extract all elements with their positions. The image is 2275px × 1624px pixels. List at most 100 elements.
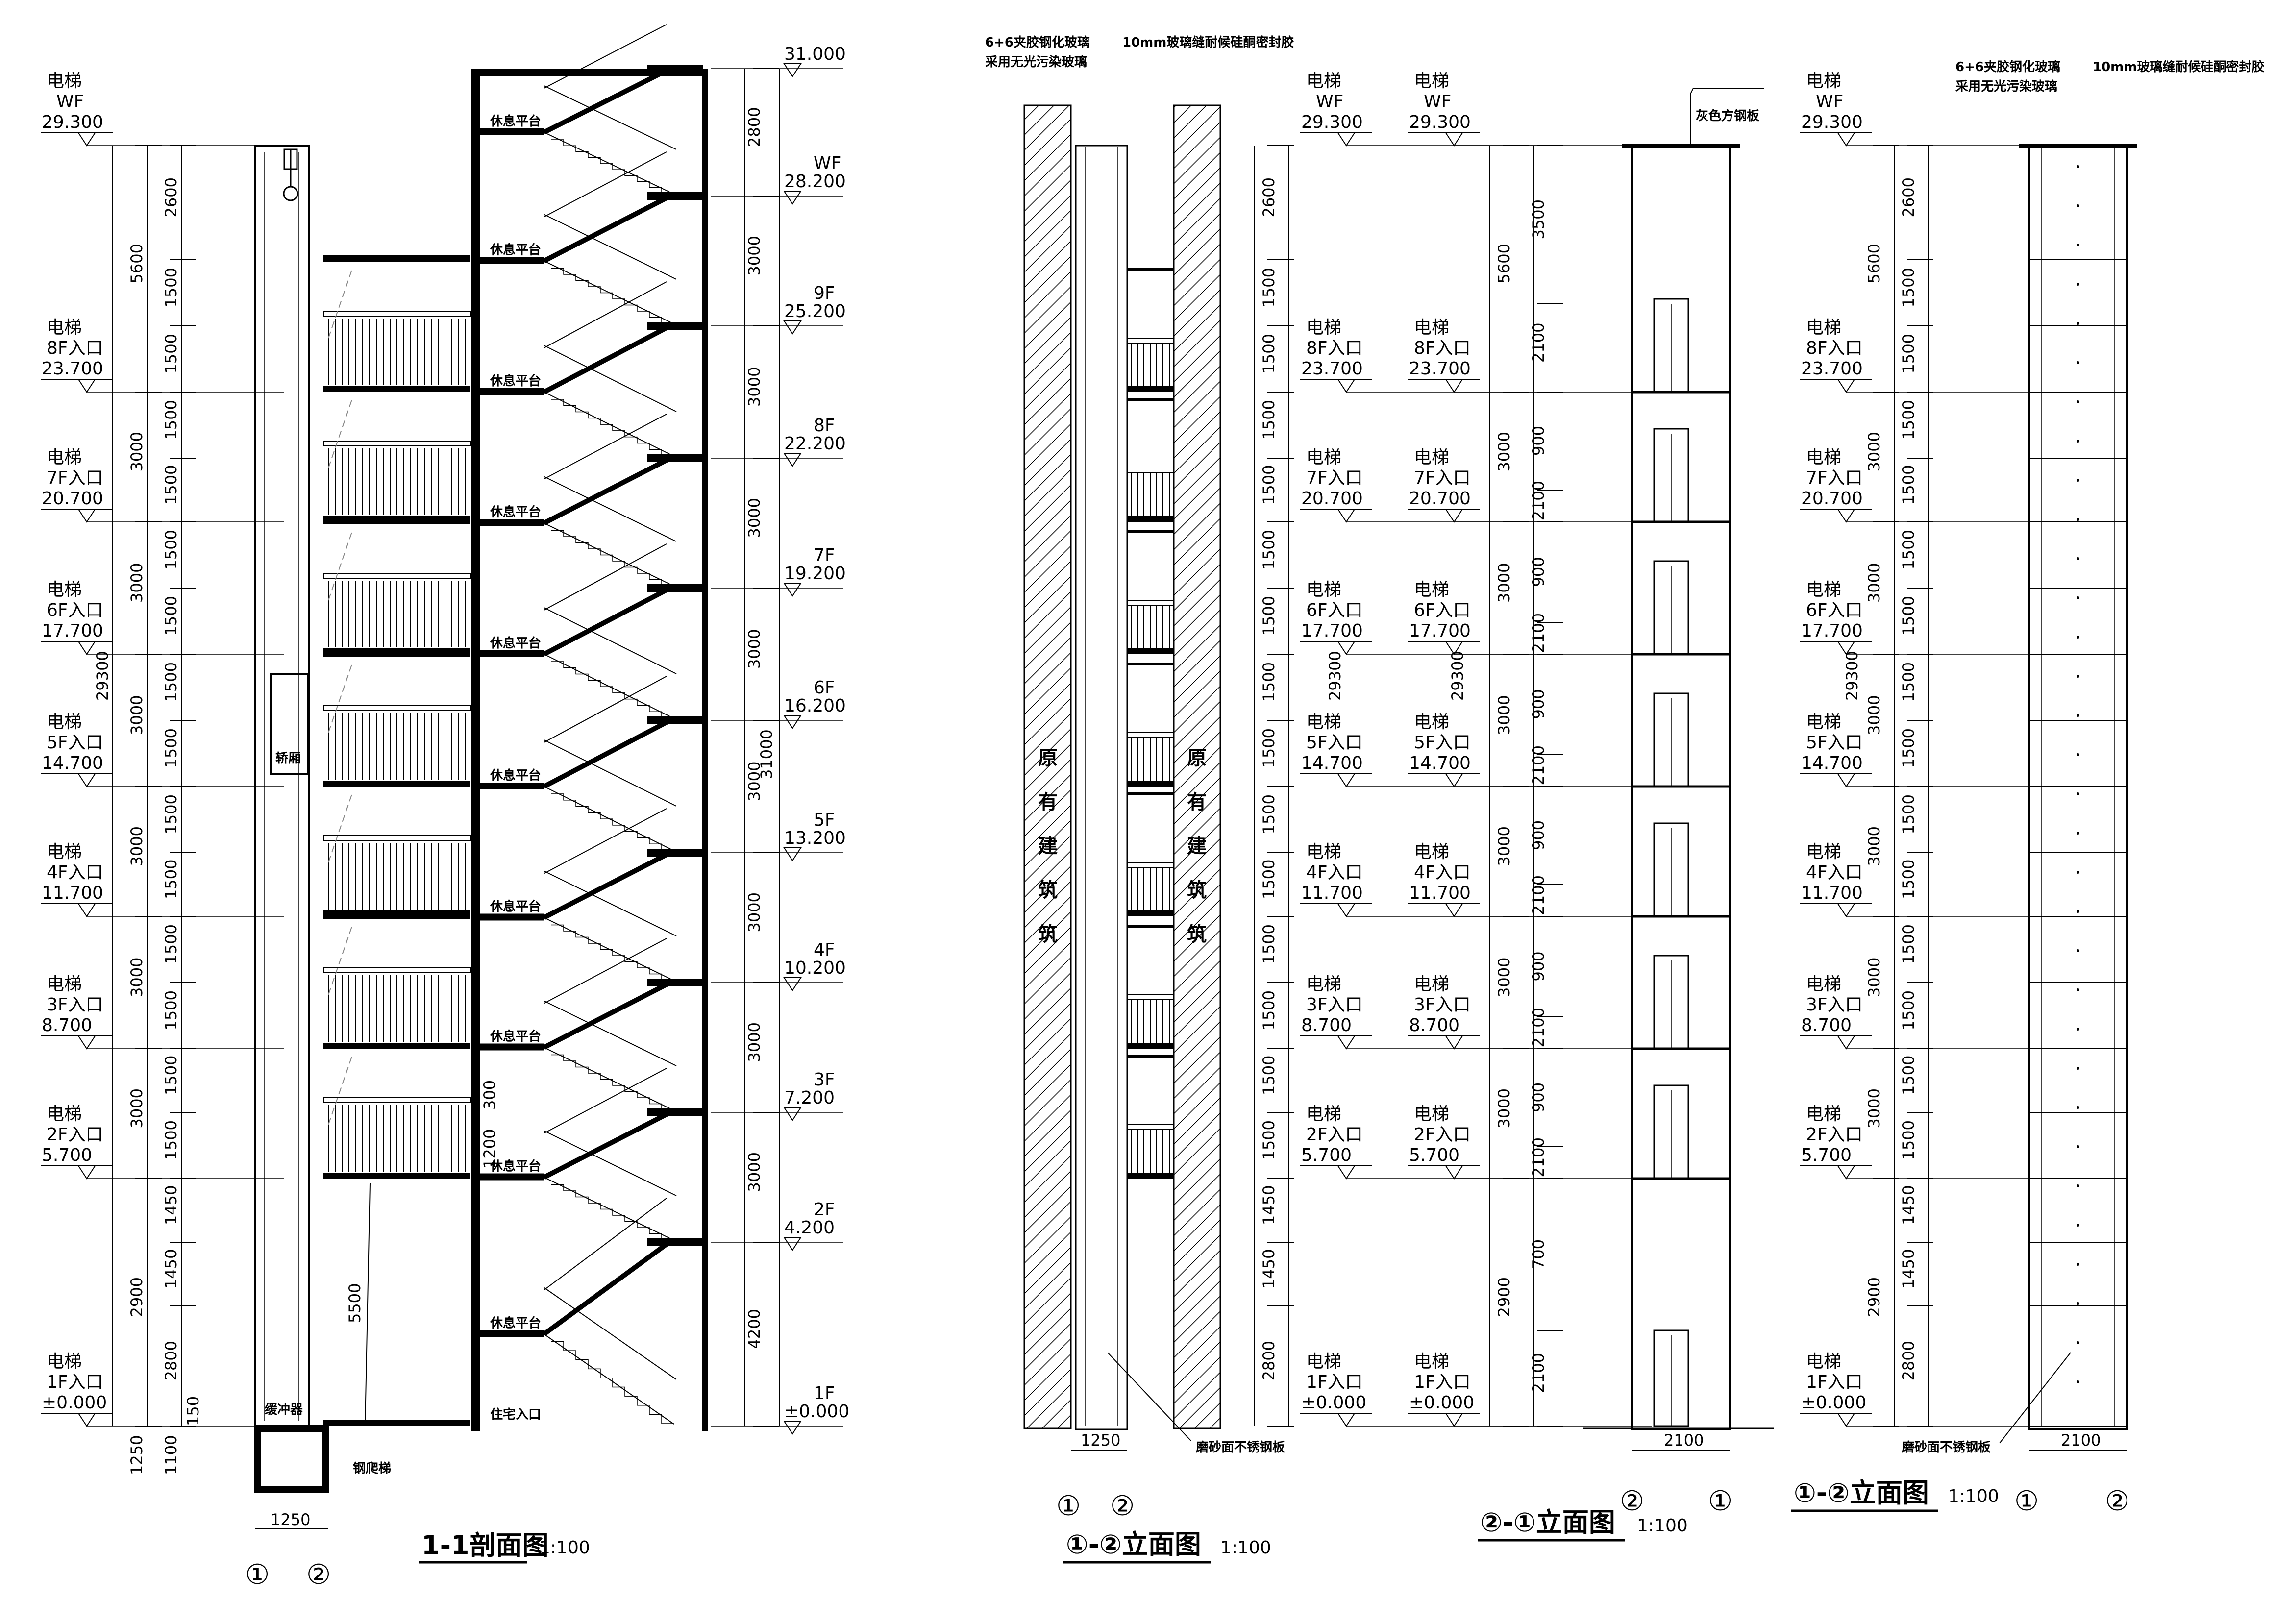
landing-label-8: 休息平台 xyxy=(490,1029,541,1044)
section-caption: 1-1剖面图 xyxy=(421,1530,549,1561)
floor-slab-4 xyxy=(647,454,703,462)
dim-1200: 1200 xyxy=(480,1129,499,1169)
elevB-level-triangle-5 xyxy=(1445,903,1463,917)
elevC-level-triangle-7 xyxy=(1837,1165,1855,1180)
stair-dim-6: 3000 xyxy=(745,892,764,932)
stair-flight-light-10 xyxy=(544,1333,674,1425)
elevC-fixing-dot xyxy=(2077,1028,2079,1031)
bridge-roof-4 xyxy=(323,652,470,657)
house-value-4: 19.200 xyxy=(784,564,846,584)
sec-level-triangle-8 xyxy=(77,1413,96,1427)
stair-dim-3: 3000 xyxy=(745,498,764,538)
elevation-c-dimension-texts: 2600150015001500150015001500150015001500… xyxy=(1865,145,1933,1427)
section-corridor-bridges xyxy=(323,255,471,1426)
elevB-inner-dim-12: 900 xyxy=(1529,1083,1548,1112)
bridge-roof-5 xyxy=(323,782,470,787)
elevA-level-name-5: 电梯 xyxy=(1306,842,1341,862)
elevA-dim-1: 1500 xyxy=(1260,268,1278,307)
stair-flight-heavy-10 xyxy=(543,1242,668,1336)
elevC-inner-dim-17: 2800 xyxy=(1899,1341,1918,1380)
elevC-inner-dim-4: 1500 xyxy=(1899,465,1918,505)
sec-inner-dim-11: 1500 xyxy=(162,924,180,964)
elevB-outer-dim-3: 3000 xyxy=(1495,695,1513,735)
sec-outer-dim-0: 5600 xyxy=(127,244,146,283)
elevA-dim-7: 1500 xyxy=(1260,662,1278,702)
house-floor-4: 7F xyxy=(814,545,835,566)
section-width-1250: 1250 xyxy=(271,1510,310,1529)
landing-slab-1 xyxy=(480,128,544,135)
elevB-level-value-2: 20.700 xyxy=(1409,489,1471,509)
existing-char-l-4: 筑 xyxy=(1038,923,1058,946)
elevA-bridge-slab-3 xyxy=(1127,648,1174,654)
elevC-inner-dim-12: 1500 xyxy=(1899,990,1918,1030)
elevA-dim-2: 1500 xyxy=(1260,334,1278,373)
elevation-a-bridges xyxy=(1127,268,1174,1179)
elevB-inner-dim-0: 3500 xyxy=(1529,199,1548,239)
elevC-level-value-6: 8.700 xyxy=(1801,1015,1852,1035)
elevC-level-name-4: 电梯 xyxy=(1806,712,1841,732)
stair-rail-b-9 xyxy=(544,1130,677,1196)
elevation-b-doors xyxy=(1632,298,1730,1427)
elevC-fixing-dot xyxy=(2077,1302,2079,1305)
bridge-slab-7 xyxy=(323,1173,470,1179)
elevB-outer-dim-4: 3000 xyxy=(1495,826,1513,866)
elevB-outer-dim-7: 2900 xyxy=(1495,1277,1513,1317)
sec-level-floor-2: 7F入口 xyxy=(47,468,103,488)
landing-label-1: 休息平台 xyxy=(490,114,541,129)
sec-level-value-4: 14.700 xyxy=(42,753,103,773)
elevator-pit xyxy=(254,1425,329,1493)
pit-dim-1250: 1250 xyxy=(127,1435,146,1475)
elev-c-scale: 1:100 xyxy=(1948,1486,1999,1506)
sec-inner-dim-14: 1500 xyxy=(162,1120,180,1160)
existing-building-right xyxy=(1173,104,1221,1429)
house-triangle-10 xyxy=(783,1421,802,1435)
buffer-label: 缓冲器 xyxy=(265,1402,303,1417)
stair-rail-2 xyxy=(544,151,667,218)
stair-flight-heavy-4 xyxy=(543,458,668,525)
glass-spec-c1: 6+6夹胶钢化玻璃 xyxy=(1955,59,2060,74)
stair-rail-9 xyxy=(544,1068,667,1134)
sec-outer-dim-3: 3000 xyxy=(127,695,146,735)
elevB-level-floor-8: 1F入口 xyxy=(1414,1372,1471,1392)
house-value-3: 22.200 xyxy=(784,434,846,454)
dim-5500: 5500 xyxy=(346,1283,364,1323)
elevB-level-value-4: 14.700 xyxy=(1409,753,1471,773)
landing-slab-10 xyxy=(480,1330,544,1337)
stair-flight-heavy-3 xyxy=(543,325,668,394)
elevC-inner-dim-13: 1500 xyxy=(1899,1056,1918,1095)
seal-spec-c: 10mm玻璃缝耐候硅酮密封胶 xyxy=(2093,59,2264,74)
stair-steps-2 xyxy=(551,268,674,324)
house-entrance-label: 住宅入口 xyxy=(490,1407,541,1422)
elevA-level-floor-7: 2F入口 xyxy=(1306,1125,1363,1145)
stair-rail-b-6 xyxy=(544,739,677,807)
elevB-level-value-5: 11.700 xyxy=(1409,883,1471,903)
section-1-1: 电梯WF29.300电梯8F入口23.700电梯7F入口20.700电梯6F入口… xyxy=(41,24,849,1591)
floor-slab-8 xyxy=(647,979,703,986)
elevC-fixing-dot xyxy=(2077,714,2079,717)
sec-level-triangle-0 xyxy=(77,132,96,147)
elevA-level-value-3: 17.700 xyxy=(1301,621,1363,641)
floor-slab-10 xyxy=(647,1238,703,1246)
stair-rail-10 xyxy=(544,1198,667,1291)
elevB-outer-dim-2: 3000 xyxy=(1495,563,1513,603)
bridge-hidden-line-4 xyxy=(328,661,353,733)
elevation-b-dimension-chains: 5600300030003000300030003000290035002100… xyxy=(1448,145,1563,1427)
elevation-c: 6+6夹胶钢化玻璃 采用无光污染玻璃 10mm玻璃缝耐候硅酮密封胶 电梯WF29… xyxy=(1791,59,2264,1517)
elevC-level-triangle-3 xyxy=(1837,641,1855,655)
sec-level-triangle-1 xyxy=(77,379,96,393)
elevB-level-triangle-0 xyxy=(1445,132,1463,147)
landing-slab-7 xyxy=(480,913,544,921)
elevB-level-name-7: 电梯 xyxy=(1414,1104,1449,1124)
elevA-dim-0: 2600 xyxy=(1260,177,1278,217)
elevA-level-floor-8: 1F入口 xyxy=(1306,1372,1363,1392)
stair-building: 休息平台休息平台休息平台休息平台休息平台休息平台休息平台休息平台休息平台休息平台… xyxy=(471,24,708,1431)
sec-outer-dim-5: 3000 xyxy=(127,958,146,997)
sec-level-name-0: 电梯 xyxy=(47,71,82,91)
elevC-level-value-3: 17.700 xyxy=(1801,621,1863,641)
elevA-dim-4: 1500 xyxy=(1260,465,1278,505)
elev-b-caption: ②-①立面图 xyxy=(1480,1507,1615,1538)
bridge-hidden-line-7 xyxy=(328,1053,353,1125)
sec-inner-dim-2: 1500 xyxy=(162,334,180,373)
